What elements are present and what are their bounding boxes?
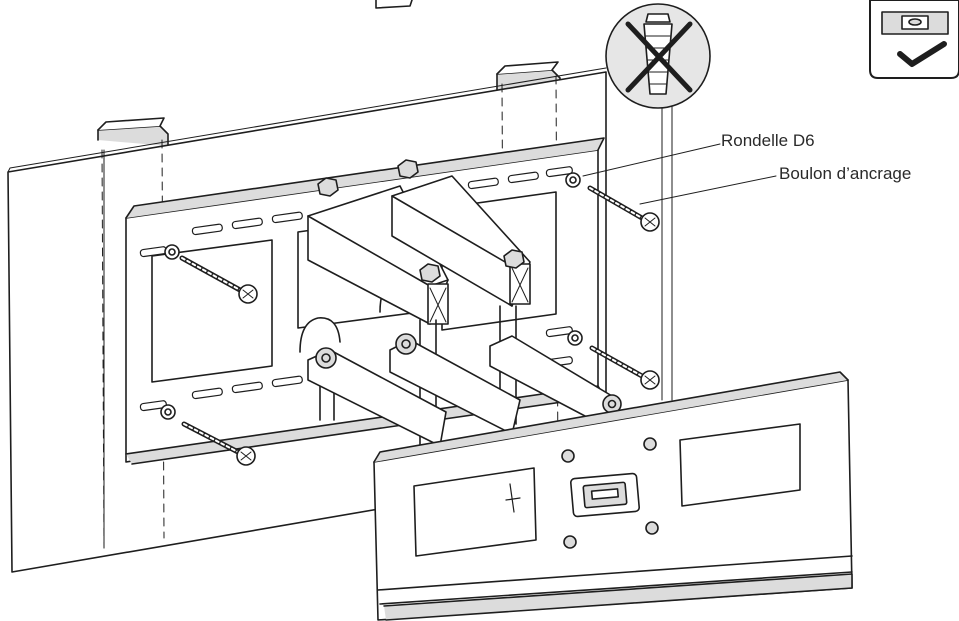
anchor-bolt (587, 185, 660, 232)
wall-panel-edge (7, 67, 607, 173)
leader-line-washer (582, 143, 721, 177)
lower-arm-left (307, 347, 447, 447)
lower-arm-right (489, 335, 622, 427)
anchor-bolt (181, 421, 256, 466)
label-anchor-bolt: Boulon d’ancrage (779, 164, 912, 183)
lower-arm-center (389, 333, 521, 435)
leader-line-bolt (639, 175, 777, 205)
anchor-bolt (179, 255, 258, 304)
label-washer-d6: Rondelle D6 (721, 131, 815, 150)
anchor-bolt (589, 345, 660, 390)
tv-bracket (373, 371, 853, 621)
hex-nut (317, 159, 525, 283)
washer-d6 (160, 172, 583, 420)
stud-top-fragment (375, 0, 413, 9)
no-wall-plug-icon (605, 3, 711, 109)
wall-stud-left (97, 117, 169, 147)
level-check-icon (869, 0, 959, 79)
